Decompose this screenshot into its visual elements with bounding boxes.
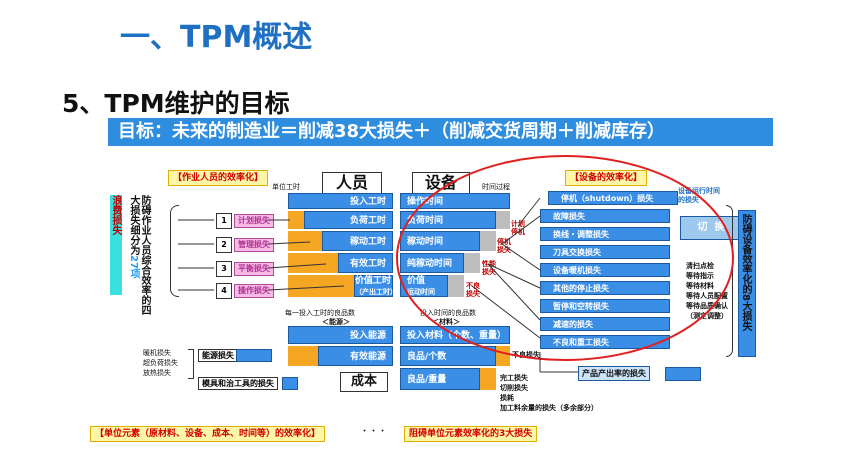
bottom-loss-1: 切削损失 xyxy=(500,384,528,392)
slide-title: 一、TPM概述 xyxy=(120,20,313,55)
equip-step-3 xyxy=(448,275,464,297)
input-label-left: 每一投入工时的良品数 xyxy=(285,309,355,317)
slide-subtitle: 5、TPM维护的目标 xyxy=(62,89,290,118)
material-row-1: 良品/个数 xyxy=(400,346,496,366)
right-vertical-label: 防碍设备效率化的8大损失 xyxy=(740,214,751,331)
equip-step-2 xyxy=(464,253,480,273)
person-step-1 xyxy=(288,231,322,251)
loss-label-1: 计划损失 xyxy=(234,214,274,228)
bottom-loss-0: 完工损失 xyxy=(500,374,528,382)
loss-num-1: 1 xyxy=(216,213,232,229)
equip-note-3: 等待材料 xyxy=(686,282,714,290)
person-row-4: 价值工时（产出工时） xyxy=(354,275,397,297)
equip-loss-item-2: 故障损失 xyxy=(540,209,670,223)
person-step-2 xyxy=(288,253,338,273)
switch-box: 切 换 xyxy=(680,216,742,240)
equip-row-3: 纯稼动时间 xyxy=(400,253,464,273)
person-step-3 xyxy=(288,275,354,297)
energy-brace xyxy=(188,349,194,379)
energy-row-1: 有效能源 xyxy=(318,346,393,366)
goal-text: 未来的制造业＝削减38大损失＋（削减交货周期＋削减库存） xyxy=(172,121,666,142)
mold-loss-bar xyxy=(282,377,298,390)
energy-header: ＜能源＞ xyxy=(322,318,350,326)
runtime-loss-note: 设备运行时间的损失 xyxy=(678,187,720,204)
energy-left-label-2: 放热损失 xyxy=(143,369,171,377)
goal-bar: 目标：未来的制造业＝削减38大损失＋（削减交货周期＋削减库存） xyxy=(108,118,773,146)
equip-note-5: 等待品质确认 xyxy=(686,302,728,310)
equip-loss-item-7: 暂停和空转损失 xyxy=(540,299,670,313)
energy-left-label-0: 暖机损失 xyxy=(143,349,171,357)
yield-loss-box: 产品产出率的损失 xyxy=(578,366,650,381)
equip-note-6: （测定调整） xyxy=(686,312,728,320)
equip-loss-item-4: 刀具交换损失 xyxy=(540,245,670,259)
person-row-2: 稼动工时 xyxy=(322,231,393,251)
unit-time-label: 单位工时 xyxy=(272,183,300,191)
loss-num-2: 2 xyxy=(216,237,232,253)
equipment-loss-circle xyxy=(396,155,734,361)
person-row-0: 投入工时 xyxy=(288,193,393,209)
material-row-2: 良品/重量 xyxy=(400,368,480,390)
left-brace xyxy=(170,205,179,297)
equip-step-1 xyxy=(480,231,496,251)
goal-label: 目标： xyxy=(118,121,172,142)
waste-loss-label: 浪费损失 xyxy=(110,195,121,235)
energy-step xyxy=(288,346,318,366)
equip-note-1: 清扫点检 xyxy=(686,262,714,270)
footer-dots: ・・・ xyxy=(360,427,388,437)
equip-loss-item-8: 减速的损失 xyxy=(540,317,670,331)
equip-row-2: 稼动时间 xyxy=(400,231,480,251)
equip-loss-item-3: 换线・调整损失 xyxy=(540,227,670,241)
equip-row-4: 价值运动时间 xyxy=(400,275,448,297)
loss-label-4: 操作损失 xyxy=(234,284,274,298)
equip-note-2: 等待指示 xyxy=(686,272,714,280)
material-header: ＜材料＞ xyxy=(432,318,460,326)
equip-loss-item-6: 其他的停止损失 xyxy=(540,281,670,295)
loss-label-3: 平衡损失 xyxy=(234,262,274,276)
bottom-loss-2: 损耗 xyxy=(500,394,514,402)
bottom-loss-3: 加工料余量的损失（多余部分） xyxy=(500,404,598,412)
loss-num-3: 3 xyxy=(216,261,232,277)
time-process-label: 时间过程 xyxy=(482,183,510,191)
energy-row-0: 投入能源 xyxy=(288,326,393,344)
waste-loss-label-bg xyxy=(110,195,122,295)
right-vertical-bar xyxy=(738,210,756,357)
four-loss-label: 防碍作业人员综合效率的四大损失细分为27项 xyxy=(128,195,150,315)
person-step-0 xyxy=(288,211,304,229)
equip-note-4: 等待人员配置 xyxy=(686,292,728,300)
equip-row-1: 负荷时间 xyxy=(400,211,496,229)
material-step-1 xyxy=(480,368,496,390)
worker-efficiency-header: 【作业人员的效率化】 xyxy=(168,170,269,186)
defect-loss-label-lower: 不良损失 xyxy=(512,351,540,359)
yield-loss-bar xyxy=(665,367,701,381)
equip-loss-item-9: 不良和重工损失 xyxy=(540,335,670,349)
equip-loss-item-5: 设备暖机损失 xyxy=(540,263,670,277)
equipment-efficiency-header: 【设备的效率化】 xyxy=(565,170,648,186)
footer-right: 阻碍单位元素效率化的3大损失 xyxy=(404,426,538,442)
input-label-right: 投入时间的良品数 xyxy=(420,309,476,317)
mold-loss-box: 模具和治工具的损失 xyxy=(198,377,278,390)
energy-loss-box: 能源损失 xyxy=(198,349,238,362)
equip-loss-item-1: 停机（shutdown）损失 xyxy=(548,191,678,205)
defect-loss-label-upper: 不良损失 xyxy=(466,282,480,298)
footer-left: 【单位元素（原材料、设备、成本、时间等）的效率化】 xyxy=(90,426,326,442)
person-row-3: 有效工时 xyxy=(338,253,393,273)
energy-left-label-1: 超负荷损失 xyxy=(143,359,178,367)
loss-label-2: 管理损失 xyxy=(234,238,274,252)
energy-loss-bar xyxy=(236,349,272,362)
cost-label: 成本 xyxy=(340,372,388,392)
person-row-1: 负荷工时 xyxy=(304,211,393,229)
loss-num-4: 4 xyxy=(216,283,232,299)
equip-step-0 xyxy=(496,211,510,229)
